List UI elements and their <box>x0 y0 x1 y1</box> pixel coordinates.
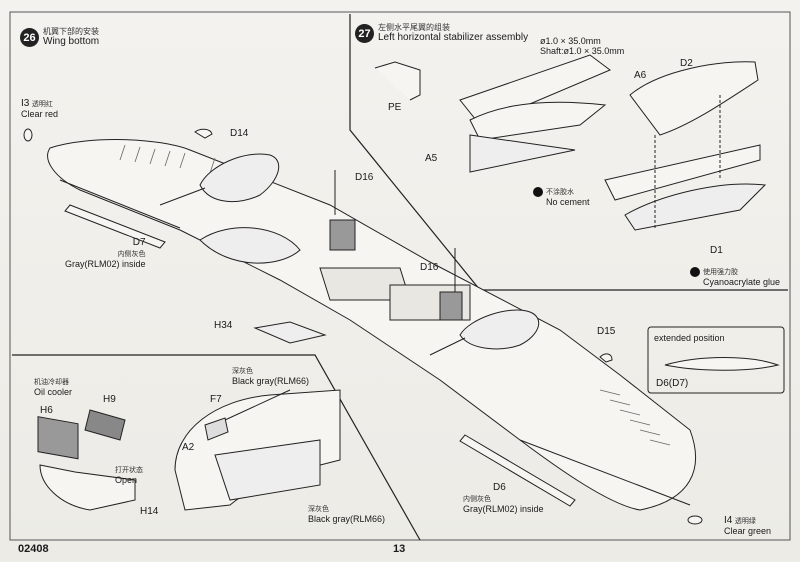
glue-icon <box>690 267 700 277</box>
extended-title: extended position <box>654 333 725 343</box>
part-d2-label: D2 <box>680 58 693 69</box>
page-number: 13 <box>393 543 406 555</box>
step-26-cn: 机翼下部的安装 <box>43 27 99 36</box>
part-h9-label: H9 <box>103 394 116 405</box>
part-h6-label: H6 <box>40 405 53 416</box>
part-a2-label: A2 <box>182 442 195 453</box>
part-d1-label: D1 <box>710 245 723 256</box>
step-27-cn: 左侧水平尾翼的组装 <box>378 23 450 32</box>
step27-frame <box>349 14 788 291</box>
part-a6-label: A6 <box>634 70 647 81</box>
no-cement-icon <box>533 187 543 197</box>
stabilizer-drawing <box>374 54 780 371</box>
part-a5-label: A5 <box>425 153 438 164</box>
part-d14-label: D14 <box>230 128 249 139</box>
step-26-header: 26 机翼下部的安装 Wing bottom <box>20 28 99 47</box>
step-27-number: 27 <box>355 24 374 43</box>
step-27-title: Left horizontal stabilizer assembly <box>378 32 529 43</box>
oil-cooler-frame <box>12 354 421 541</box>
product-code: 02408 <box>18 543 49 555</box>
page-frame <box>9 11 791 541</box>
extended-frame <box>647 326 785 394</box>
part-d16-label-1: D16 <box>355 172 374 183</box>
oil-cooler-drawing <box>37 389 341 511</box>
part-d16-label-2: D16 <box>420 262 439 273</box>
step-26-number: 26 <box>20 28 39 47</box>
part-f7-label: F7 <box>210 394 222 405</box>
wing-bottom <box>23 128 703 525</box>
part-d7-label: D7 内侧灰色 Gray(RLM02) inside <box>65 237 146 269</box>
part-d6-label: D6 内侧灰色 Gray(RLM02) inside <box>463 482 544 514</box>
step-26-title: Wing bottom <box>43 36 100 47</box>
part-d15-label: D15 <box>597 326 616 337</box>
step-27-header: 27 左侧水平尾翼的组装 Left horizontal stabilizer … <box>355 24 528 43</box>
part-h14-label: H14 <box>140 506 159 517</box>
part-pe-label: PE <box>388 102 402 113</box>
extended-part-label: D6(D7) <box>656 378 689 389</box>
part-h34-label: H34 <box>214 320 233 331</box>
